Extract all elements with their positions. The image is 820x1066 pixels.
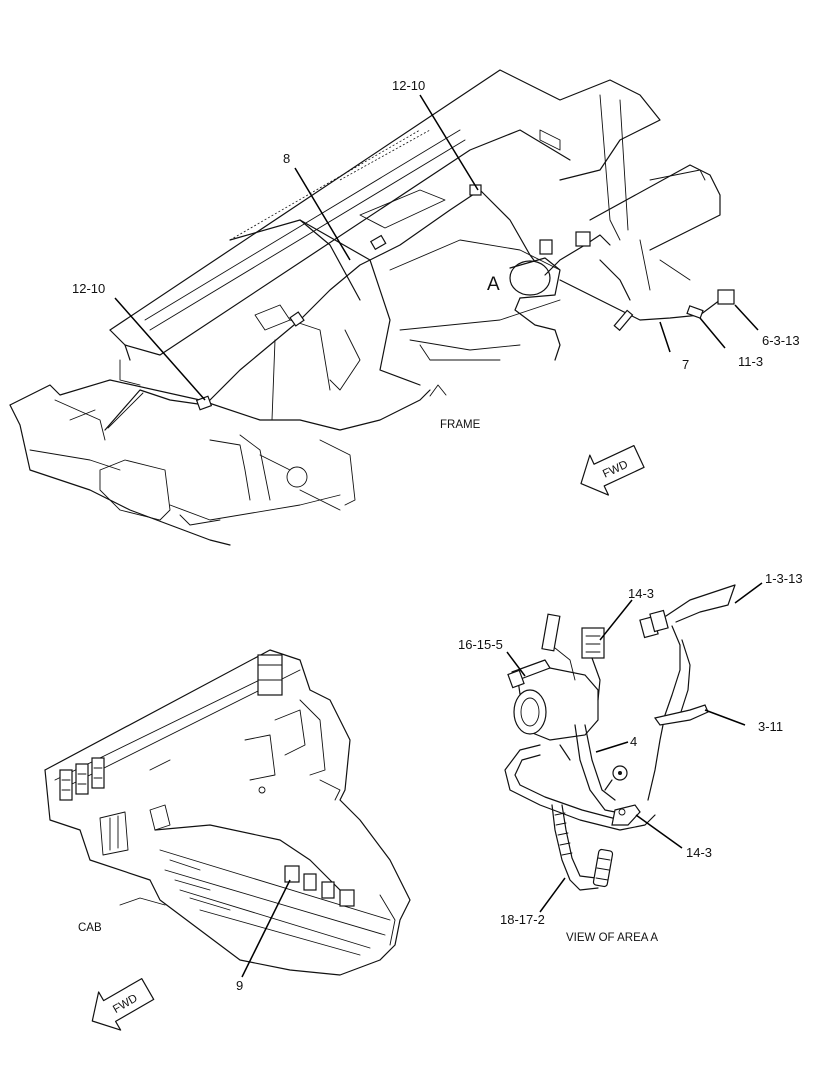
label-8: 8 <box>283 151 290 166</box>
top-leader-lines <box>114 94 759 401</box>
fwd-top-label: FWD <box>601 459 630 481</box>
label-12-10-left: 12-10 <box>72 281 105 296</box>
label-view-of-area-a: VIEW OF AREA A <box>566 932 658 944</box>
fwd-arrow-top: FWD <box>580 445 645 496</box>
fwd-bottom-label: FWD <box>111 992 140 1015</box>
label-1-3-13: 1-3-13 <box>765 571 803 586</box>
label-9: 9 <box>236 978 243 993</box>
frame-assembly <box>9 69 735 546</box>
label-7: 7 <box>682 357 689 372</box>
leader-9 <box>241 879 291 978</box>
cab-assembly <box>44 649 411 976</box>
label-3-11: 3-11 <box>758 719 783 734</box>
label-view-a-marker: A <box>487 274 500 295</box>
label-14-3-top: 14-3 <box>628 586 654 601</box>
label-12-10-top: 12-10 <box>392 78 425 93</box>
label-cab: CAB <box>78 922 102 934</box>
area-a-leaders <box>506 582 763 913</box>
area-a-detail <box>504 584 736 891</box>
label-6-3-13: 6-3-13 <box>762 333 800 348</box>
fwd-arrow-bottom: FWD <box>91 978 155 1031</box>
label-11-3: 11-3 <box>738 354 763 369</box>
label-4: 4 <box>630 734 637 749</box>
label-16-15-5: 16-15-5 <box>458 637 503 652</box>
label-frame: FRAME <box>440 419 481 431</box>
label-14-3-bottom: 14-3 <box>686 845 712 860</box>
label-18-17-2: 18-17-2 <box>500 912 545 927</box>
cab-vent-grille <box>59 757 105 801</box>
